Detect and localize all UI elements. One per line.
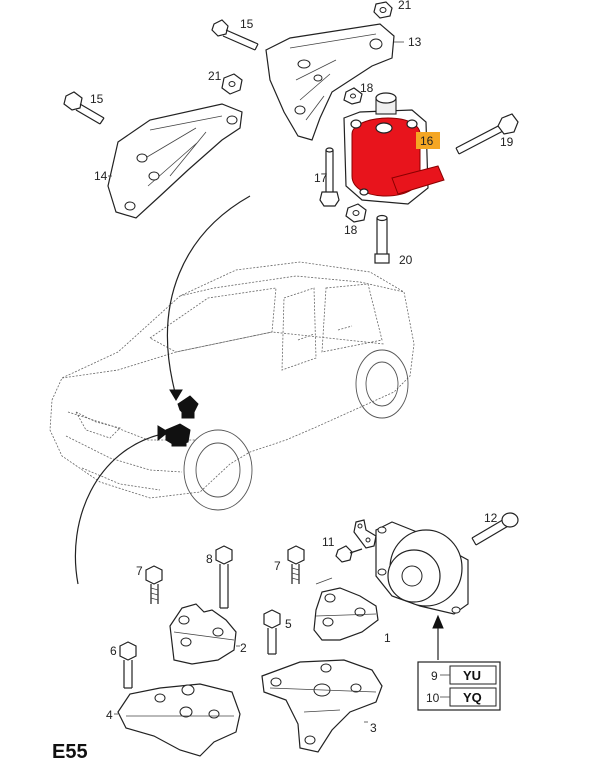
bolt-15-top[interactable] <box>211 19 259 51</box>
label-16: 16 <box>420 134 434 148</box>
nut-18-lower[interactable] <box>345 203 367 223</box>
bolt-20[interactable] <box>374 214 390 264</box>
nut-18-upper[interactable] <box>343 87 363 105</box>
leader-arrow-lower <box>74 425 169 585</box>
clip[interactable] <box>353 519 377 549</box>
code-yq: YQ <box>463 690 482 705</box>
bolt-15-left[interactable] <box>63 91 105 125</box>
leader-arrow-codes <box>432 614 444 629</box>
bracket-14[interactable] <box>107 103 243 219</box>
bracket-3[interactable] <box>261 659 383 753</box>
option-code-box <box>417 661 501 711</box>
label-20: 20 <box>399 253 413 267</box>
label-2: 2 <box>240 641 247 655</box>
code-yu: YU <box>463 668 481 683</box>
bolt-17[interactable] <box>319 147 340 207</box>
nut-21-top[interactable] <box>373 1 393 19</box>
bracket-2[interactable] <box>169 603 237 665</box>
bolt-11[interactable] <box>335 545 363 563</box>
nut-21-left[interactable] <box>221 73 243 95</box>
label-7-right: 7 <box>274 559 281 573</box>
label-17: 17 <box>314 171 328 185</box>
car-outline <box>49 261 415 511</box>
label-1: 1 <box>384 631 391 645</box>
label-5: 5 <box>285 617 292 631</box>
bracket-13[interactable] <box>265 23 395 141</box>
label-7-left: 7 <box>136 564 143 578</box>
engine-mount-round[interactable] <box>375 521 469 615</box>
label-3: 3 <box>370 721 377 735</box>
washer[interactable] <box>315 577 333 585</box>
page-code: E55 <box>52 741 88 760</box>
label-11: 11 <box>322 535 335 549</box>
label-8: 8 <box>206 552 213 566</box>
engine-mount-16[interactable] <box>343 92 445 205</box>
bolt-6[interactable] <box>119 641 137 689</box>
bolt-7-left[interactable] <box>145 565 163 604</box>
label-21-left: 21 <box>208 69 222 83</box>
label-13: 13 <box>408 35 422 49</box>
label-16-highlight <box>416 132 440 149</box>
label-12: 12 <box>484 511 498 525</box>
label-15-left: 15 <box>90 92 104 106</box>
label-21-top: 21 <box>398 0 412 12</box>
bracket-4[interactable] <box>117 683 241 757</box>
label-4: 4 <box>106 708 113 722</box>
bolt-7-right[interactable] <box>287 545 305 584</box>
bolt-12[interactable] <box>471 512 519 546</box>
bolt-5[interactable] <box>263 609 281 655</box>
mount-location-upper[interactable] <box>177 395 199 419</box>
leader-arrow-upper <box>166 195 251 401</box>
label-9: 9 <box>431 669 438 683</box>
label-19: 19 <box>500 135 514 149</box>
bolt-19[interactable] <box>455 113 519 155</box>
label-15-top: 15 <box>240 17 254 31</box>
label-18-lower: 18 <box>344 223 358 237</box>
label-18-upper: 18 <box>360 81 374 95</box>
label-10: 10 <box>426 691 440 705</box>
label-14: 14 <box>94 169 108 183</box>
label-6: 6 <box>110 644 117 658</box>
mount-location-lower[interactable] <box>165 423 191 447</box>
bracket-1[interactable] <box>313 587 379 641</box>
bolt-8[interactable] <box>215 545 233 609</box>
